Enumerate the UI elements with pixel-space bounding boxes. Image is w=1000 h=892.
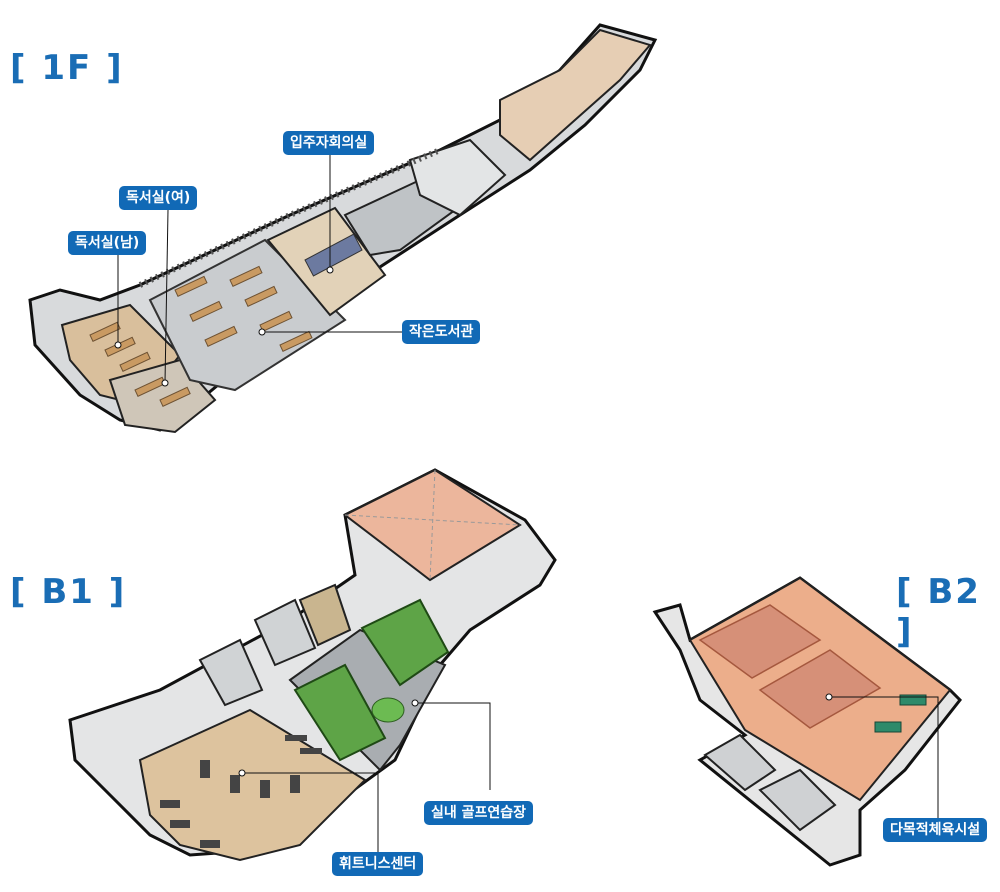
floor-label-b2: [ B2 ] [896,572,981,652]
floor-1f-plan [28,23,658,434]
floor-label-1f: [ 1F ] [10,48,124,88]
callout-indoor-golf-range: 실내 골프연습장 [424,801,534,825]
callout-fitness-center: 휘트니스센터 [332,852,424,876]
floor-b1-plan [68,468,557,862]
callout-reading-room-male: 독서실(남) [68,231,147,255]
callout-reading-room-female: 독서실(여) [119,186,198,210]
callout-residents-council-room: 입주자회의실 [283,131,375,155]
floor-label-b1: [ B1 ] [10,572,127,612]
callout-small-library: 작은도서관 [402,320,481,344]
floor-b2-plan [652,576,963,867]
callout-multipurpose-gym: 다목적체육시설 [883,818,988,842]
